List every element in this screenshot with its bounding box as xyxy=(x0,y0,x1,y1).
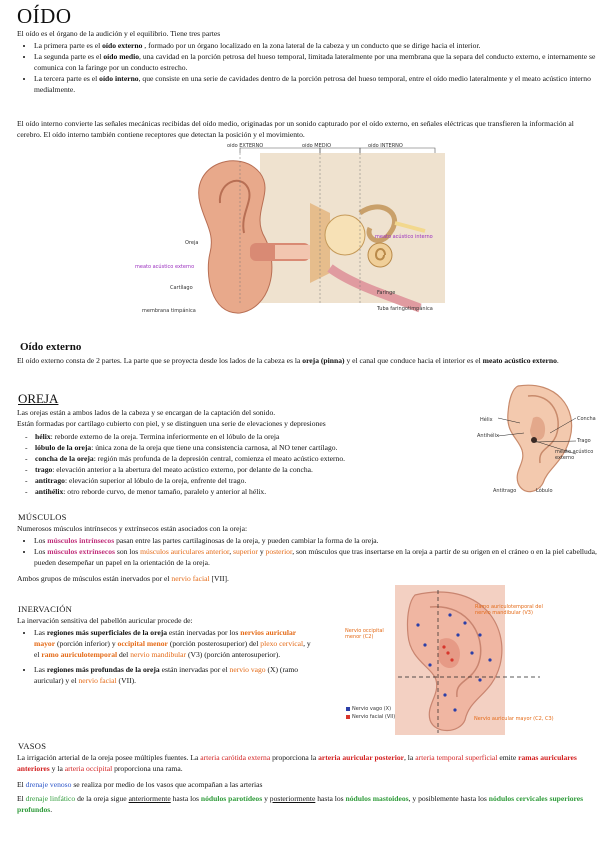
inervacion-paragraph: La inervación sensitiva del pabellón aur… xyxy=(17,616,193,625)
legend-facial: Nervio facial (VII) xyxy=(352,714,396,720)
label-meato-interno: meato acústico interno xyxy=(375,234,433,240)
ear-anatomy-figure: oído EXTERNO oído MEDIO oído INTERNO xyxy=(180,143,450,323)
list-item: Los músculos extrínsecos son los músculo… xyxy=(34,546,599,568)
label-lobulo: Lóbulo xyxy=(536,488,553,494)
vasos-paragraph-3: El drenaje linfático de la oreja sigue a… xyxy=(17,794,584,814)
parts-list: La primera parte es el oído externo , fo… xyxy=(20,40,596,95)
outer-ear-illustration xyxy=(497,384,577,493)
oreja-paragraph-1: Las orejas están a ambos lados de la cab… xyxy=(17,408,276,417)
label-meato-externo: meato acústico externo xyxy=(135,264,195,270)
label-antihelix: Antihélix xyxy=(477,433,499,439)
label-oido-interno: oído INTERNO xyxy=(368,143,403,149)
list-item: trago: elevación anterior a la abertura … xyxy=(25,464,490,475)
label-cartilago: Cartílago xyxy=(170,285,193,291)
label-oido-medio: oído MEDIO xyxy=(302,143,332,149)
label-concha: Concha xyxy=(577,416,596,422)
list-item: concha de la oreja: región más profunda … xyxy=(25,453,490,464)
label-trago: Trago xyxy=(577,438,591,444)
label-antitrago: Antitrago xyxy=(493,488,517,494)
section-heading-inervacion: INERVACIÓN xyxy=(18,604,73,614)
label-oreja: Oreja xyxy=(185,240,199,246)
vasos-paragraph-1: La irrigación arterial de la oreja posee… xyxy=(17,753,577,773)
musculos-list: Los músculos intrínsecos pasan entre las… xyxy=(20,535,599,568)
musculos-paragraph: Numerosos músculos intrínsecos y extríns… xyxy=(17,524,248,533)
list-item: lóbulo de la oreja: única zona de la ore… xyxy=(25,442,490,453)
inner-ear-paragraph: El oído interno convierte las señales me… xyxy=(17,119,574,139)
list-item: La segunda parte es el oído medio, una c… xyxy=(34,51,596,73)
section-heading-vasos: VASOS xyxy=(18,741,47,751)
oreja-parts-list: hélix: reborde externo de la oreja. Term… xyxy=(21,431,490,497)
label-oido-externo: oído EXTERNO xyxy=(227,143,264,149)
label-auriculotemporal: Ramo auriculotemporal del nervio mandibu… xyxy=(475,604,543,616)
list-item: antihélix: otro reborde curvo, de menor … xyxy=(25,486,490,497)
ear-anatomy-illustration xyxy=(198,147,445,314)
musculos-inervacion: Ambos grupos de músculos están inervados… xyxy=(17,574,229,583)
inervacion-list: Las regiones más superficiales de la ore… xyxy=(20,627,317,686)
label-tuba: Tuba faringotimpánica xyxy=(377,306,433,312)
list-item: Los músculos intrínsecos pasan entre las… xyxy=(34,535,599,546)
outer-ear-figure xyxy=(478,378,593,498)
label-occipital-menor: Nervio occipital menor (C2) xyxy=(345,628,384,640)
label-faringe: Faringe xyxy=(377,290,396,296)
ear-innervation-figure xyxy=(340,585,558,735)
list-item: La primera parte es el oído externo , fo… xyxy=(34,40,596,51)
list-item: Las regiones más superficiales de la ore… xyxy=(34,627,317,660)
list-item: La tercera parte es el oído interno, que… xyxy=(34,73,596,95)
label-auricular-mayor: Nervio auricular mayor (C2, C3) xyxy=(474,716,554,722)
list-item: antitrago: elevación superior al lóbulo … xyxy=(25,475,490,486)
page-title: OÍDO xyxy=(17,4,72,28)
list-item: Las regiones más profundas de la oreja e… xyxy=(34,664,317,686)
externo-paragraph: El oído externo consta de 2 partes. La p… xyxy=(17,356,559,365)
section-heading-musculos: MÚSCULOS xyxy=(18,512,67,522)
legend-vago: Nervio vago (X) xyxy=(352,706,392,712)
oreja-paragraph-2: Están formadas por cartílago cubierto co… xyxy=(17,419,326,428)
section-heading-oido-externo: Oído externo xyxy=(20,341,82,353)
vasos-paragraph-2: El drenaje venoso se realiza por medio d… xyxy=(17,780,263,789)
section-heading-oreja: OREJA xyxy=(18,391,59,406)
label-membrana: membrana timpánica xyxy=(142,308,196,314)
intro-text: El oído es el órgano de la audición y el… xyxy=(17,29,221,38)
ear-innervation-illustration xyxy=(346,585,540,735)
label-helix: Hélix xyxy=(480,417,493,423)
label-meato-acustico: meato acústico externo xyxy=(555,449,594,461)
list-item: hélix: reborde externo de la oreja. Term… xyxy=(25,431,490,442)
